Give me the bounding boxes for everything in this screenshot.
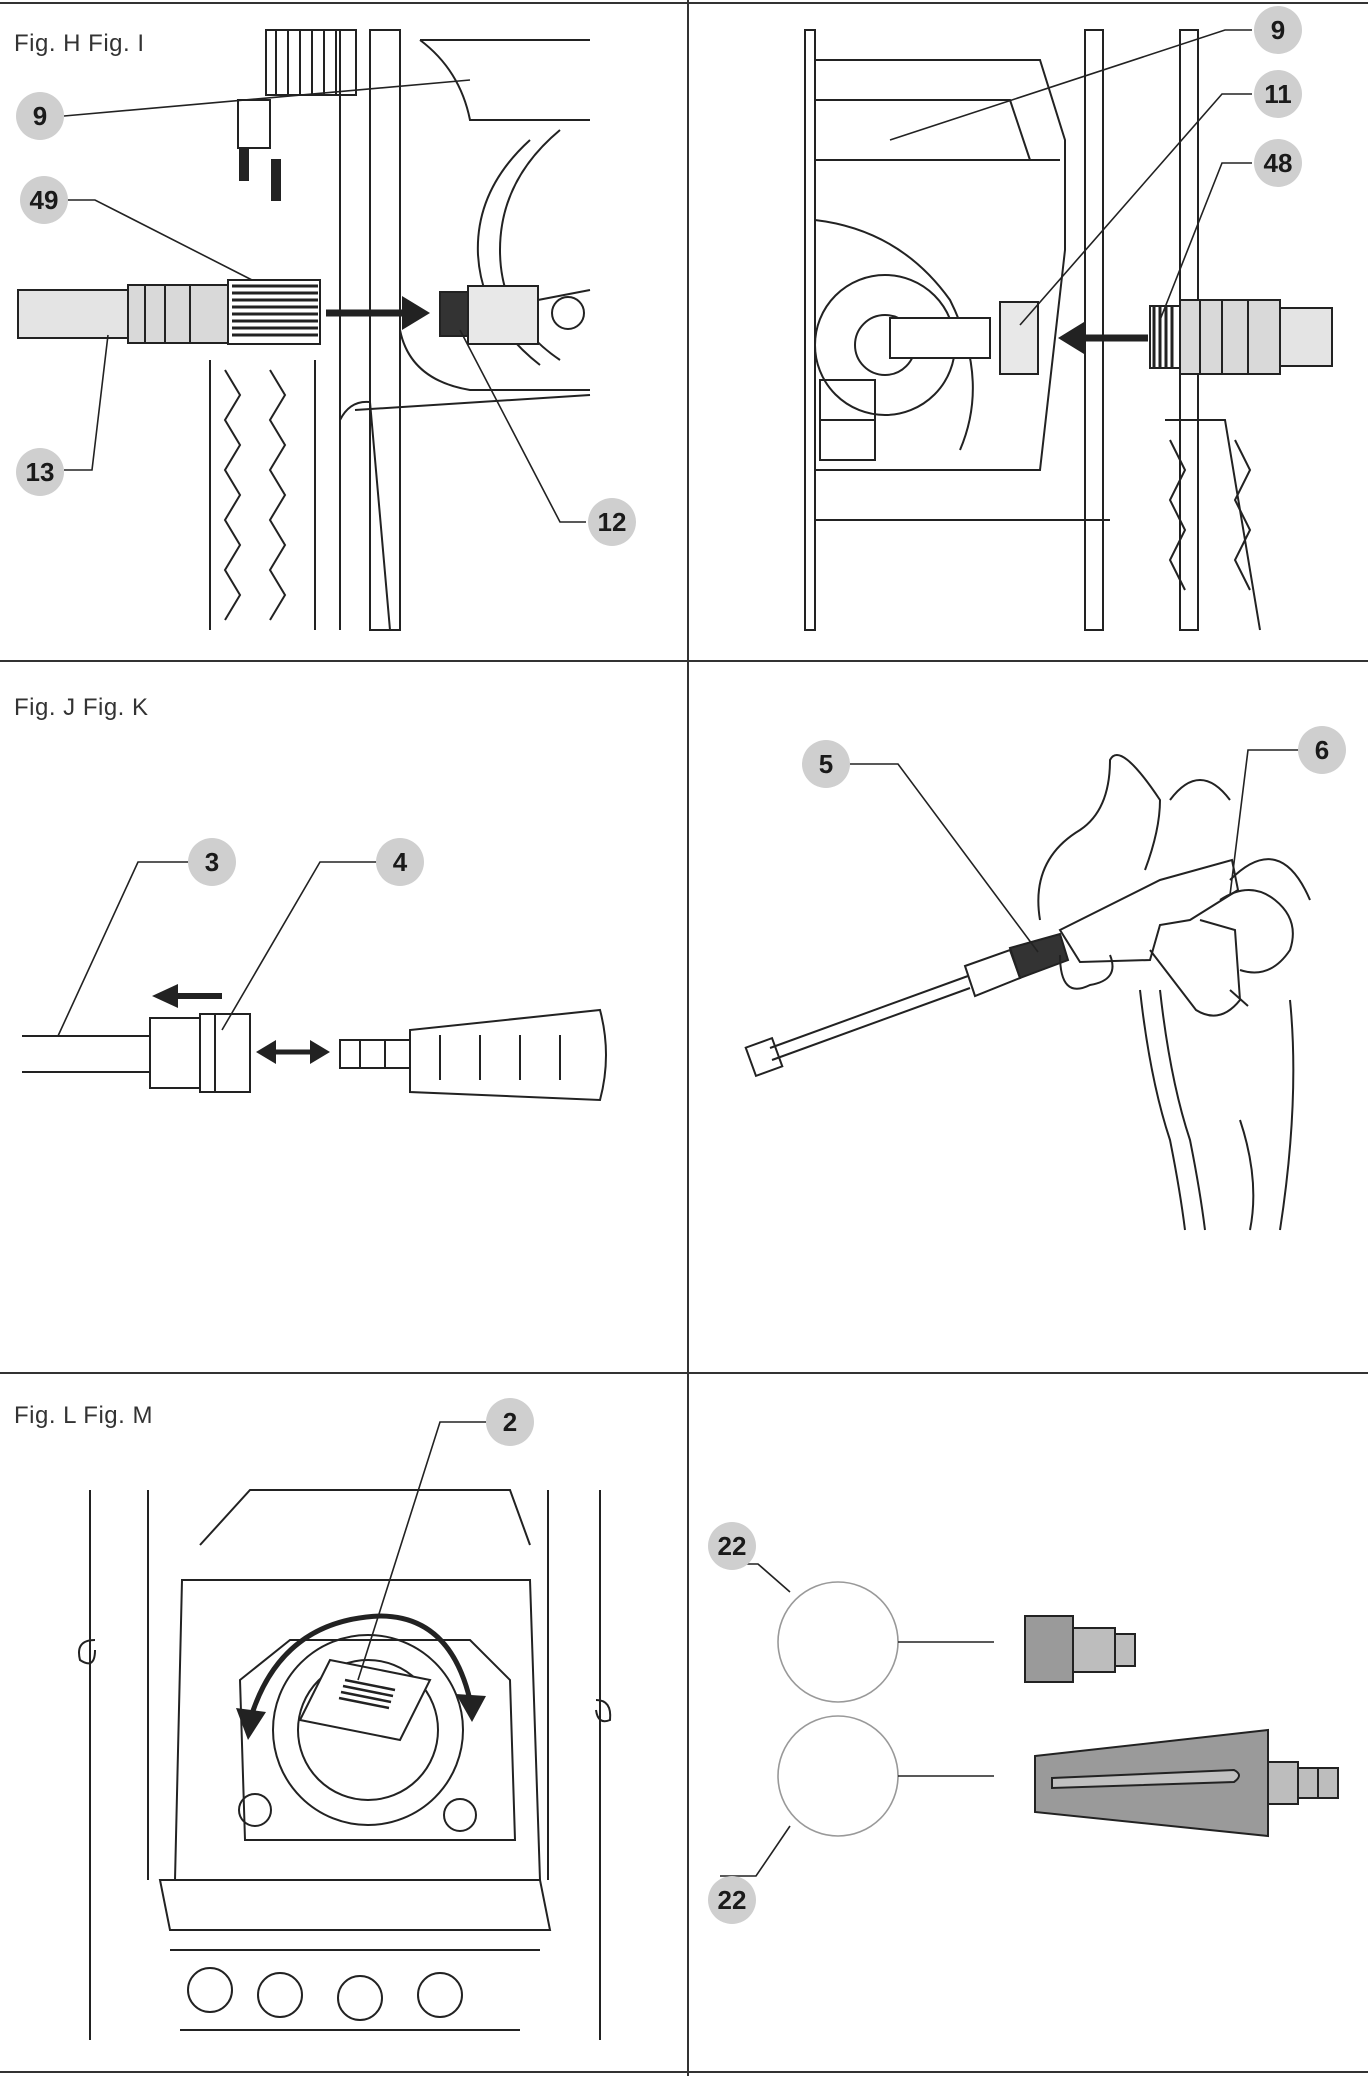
callout-3: 3 — [188, 838, 236, 886]
svg-text:22: 22 — [718, 1885, 747, 1915]
callout-49: 49 — [20, 176, 68, 224]
fig-l-m-label: Fig. L Fig. M — [14, 1402, 153, 1429]
svg-text:2: 2 — [503, 1407, 517, 1437]
fig-j-callouts: 3 4 — [188, 838, 424, 886]
svg-text:4: 4 — [393, 847, 408, 877]
svg-text:5: 5 — [819, 749, 833, 779]
callout-22-top: 22 — [708, 1522, 756, 1570]
callout-2: 2 — [486, 1398, 534, 1446]
svg-text:3: 3 — [205, 847, 219, 877]
fig-m-drawing — [720, 1563, 994, 1877]
fig-i-callouts: 9 11 48 — [1254, 6, 1302, 187]
svg-text:6: 6 — [1315, 735, 1329, 765]
fig-j-k-label: Fig. J Fig. K — [14, 694, 149, 721]
callout-9: 9 — [16, 92, 64, 140]
fig-j-drawing — [22, 984, 607, 1102]
callout-12: 12 — [588, 498, 636, 546]
callout-9: 9 — [1254, 6, 1302, 54]
fig-h-drawing — [17, 29, 591, 631]
nozzle-small — [1024, 1615, 1136, 1683]
svg-text:11: 11 — [1264, 79, 1292, 109]
fig-h-callouts: 9 49 13 12 — [16, 92, 636, 546]
fig-m-callouts: 22 22 — [708, 1522, 756, 1924]
fig-i-drawing — [804, 29, 1333, 631]
callout-13: 13 — [16, 448, 64, 496]
callout-22-bottom: 22 — [708, 1876, 756, 1924]
svg-text:49: 49 — [30, 185, 59, 215]
fig-h-i-label: Fig. H Fig. I — [14, 30, 145, 57]
fig-k-callouts: 5 6 — [802, 726, 1346, 788]
svg-text:22: 22 — [718, 1531, 747, 1561]
fig-k-drawing — [744, 754, 1311, 1231]
svg-text:9: 9 — [1271, 15, 1285, 45]
callout-4: 4 — [376, 838, 424, 886]
callout-6: 6 — [1298, 726, 1346, 774]
callout-11: 11 — [1254, 70, 1302, 118]
svg-text:9: 9 — [33, 101, 47, 131]
callout-5: 5 — [802, 740, 850, 788]
svg-text:12: 12 — [598, 507, 627, 537]
callout-48: 48 — [1254, 139, 1302, 187]
svg-text:13: 13 — [26, 457, 55, 487]
fig-l-callouts: 2 — [486, 1398, 534, 1446]
nozzle-turbo — [1034, 1728, 1339, 1838]
svg-text:48: 48 — [1264, 148, 1293, 178]
fig-l-drawing — [78, 1489, 612, 2040]
